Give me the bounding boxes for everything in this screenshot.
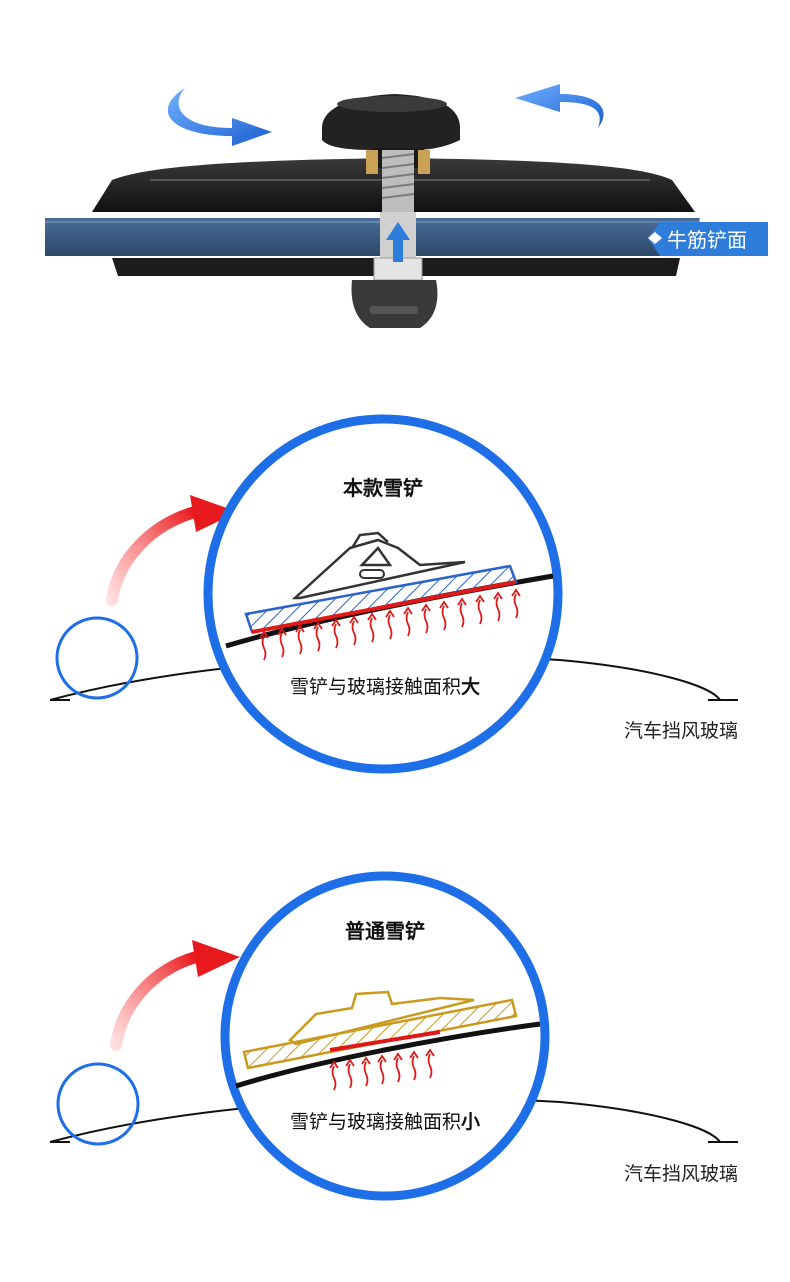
- compare-title: 本款雪铲: [343, 476, 423, 500]
- blade-face: [45, 218, 700, 256]
- compare-title: 普通雪铲: [345, 919, 425, 943]
- compare-caption: 雪铲与玻璃接触面积大: [290, 675, 480, 698]
- contact-heat-arrows: [259, 588, 521, 661]
- pointer-arrow-icon: [106, 495, 238, 606]
- surface-label: 汽车挡风玻璃: [624, 1163, 738, 1185]
- product-illustration: 牛筋铲面: [45, 84, 768, 328]
- blade-callout: 牛筋铲面: [648, 222, 768, 256]
- handle: [351, 280, 438, 328]
- comparison-ours: 本款雪铲: [49, 414, 738, 774]
- callout-label: 牛筋铲面: [667, 228, 747, 252]
- scraper-normal: [242, 990, 518, 1070]
- glass-surface: [235, 1021, 541, 1089]
- rotate-left-arrow-icon: [167, 88, 272, 146]
- rotate-right-arrow-icon: [515, 84, 604, 128]
- pointer-arrow-icon: [110, 940, 240, 1051]
- zoom-source-circle: [56, 1062, 140, 1146]
- screw: [382, 150, 414, 212]
- up-arrow-icon: [386, 222, 410, 262]
- contact-heat-arrows: [329, 1048, 435, 1091]
- zoom-source-circle: [55, 616, 139, 700]
- comparison-normal: 普通雪铲 雪铲与玻璃接触面积小 汽车挡风玻璃: [49, 871, 738, 1201]
- compare-caption: 雪铲与玻璃接触面积小: [290, 1111, 480, 1133]
- scraper-ours: [244, 531, 518, 634]
- surface-label: 汽车挡风玻璃: [624, 720, 738, 742]
